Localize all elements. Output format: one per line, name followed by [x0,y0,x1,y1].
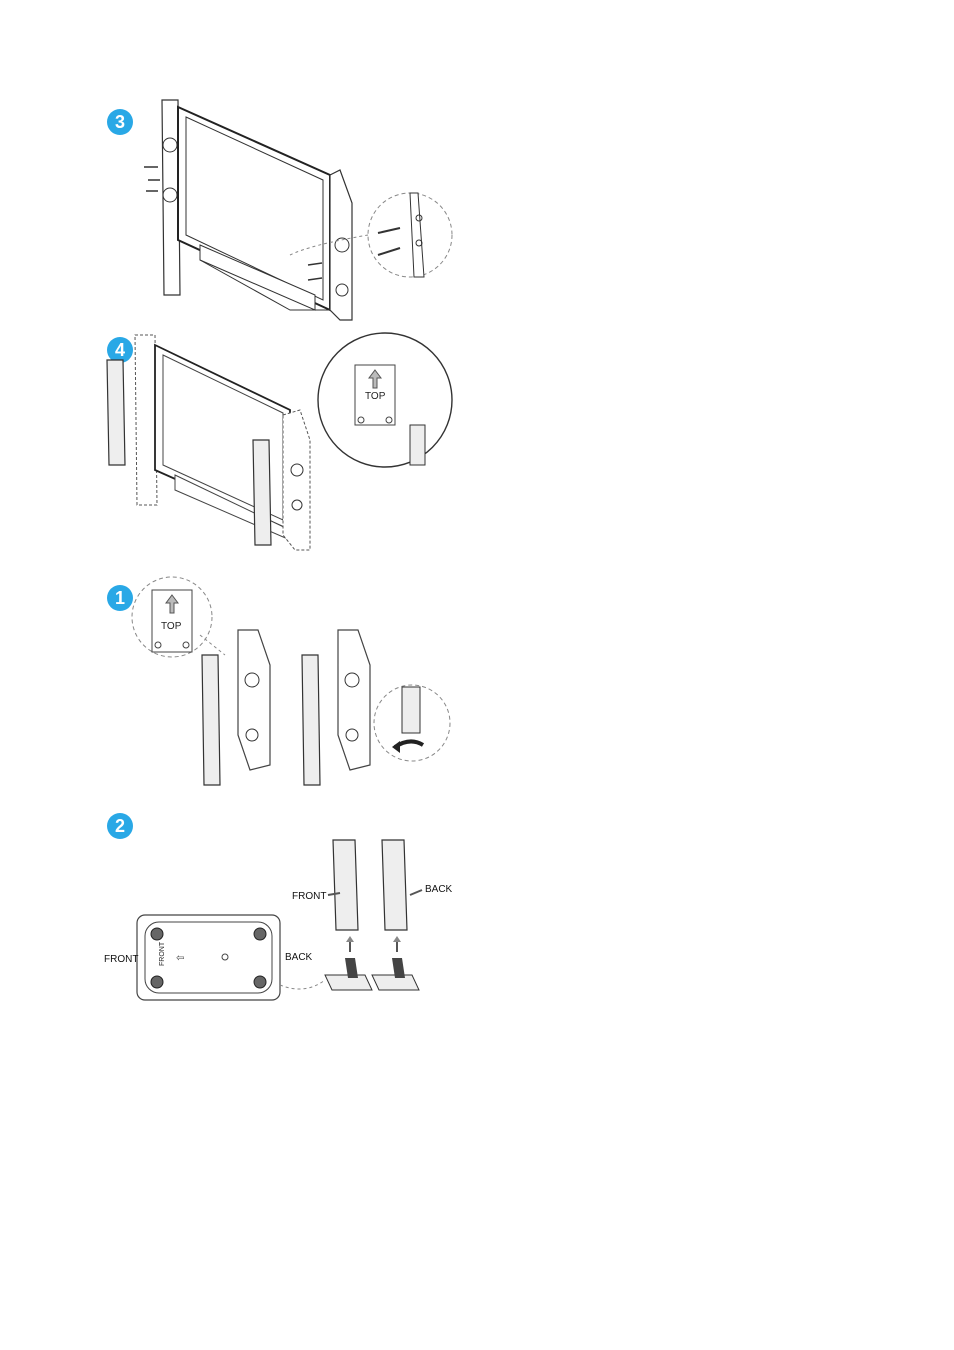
top-label: TOP [161,621,182,632]
front-label: FRONT [104,954,138,965]
top-label: TOP [365,391,386,402]
back-label: BACK [285,952,313,963]
step-1-illustration: TOP [130,575,455,790]
speaker-front-label: FRONT [292,891,326,902]
step-number: 1 [115,588,125,609]
step-2-illustration: FRONT ⇦ FRONT BACK FRONT BACK [100,830,460,1005]
base-front-label: FRONT [159,941,166,966]
step-3-illustration [140,95,460,325]
step-4-illustration: TOP [105,330,455,555]
step-3-badge: 3 [107,109,133,135]
svg-text:⇦: ⇦ [176,953,184,964]
step-number: 3 [115,112,125,133]
speaker-back-label: BACK [425,884,453,895]
